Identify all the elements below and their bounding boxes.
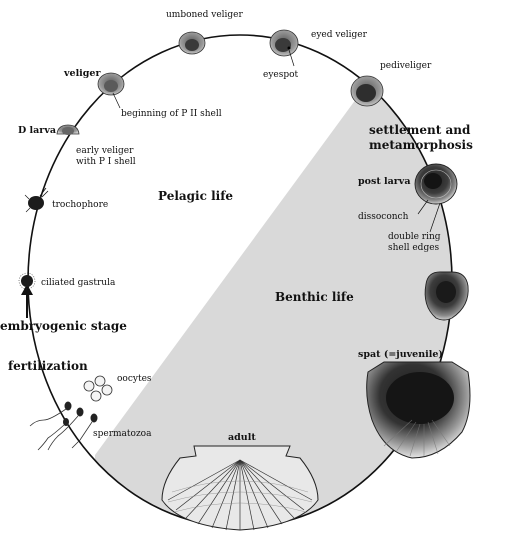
spermatozoa-illustration <box>29 401 98 451</box>
label-adult: adult <box>228 432 256 443</box>
trochophore-illustration <box>24 187 49 213</box>
post-larva-illustration <box>414 163 458 233</box>
label-double-ring-line2: shell edges <box>388 243 440 253</box>
label-eyespot: eyespot <box>263 70 299 80</box>
label-d-larva: D larva <box>18 125 56 136</box>
label-trochophore: trochophore <box>52 200 108 210</box>
spat-illustration <box>366 361 471 459</box>
label-settlement-line2: metamorphosis <box>369 138 473 152</box>
label-eyed-veliger: eyed veliger <box>311 30 368 40</box>
arrow-up-icon <box>21 284 33 318</box>
label-ciliated-gastrula: ciliated gastrula <box>41 278 116 288</box>
adult-scallop-illustration <box>161 445 319 531</box>
ciliated-gastrula-illustration <box>18 272 36 290</box>
label-post-larva: post larva <box>358 176 410 187</box>
label-spat: spat (=juvenile) <box>358 349 443 360</box>
label-spermatozoa: spermatozoa <box>93 429 152 439</box>
pediveliger-illustration <box>350 75 384 107</box>
label-pediveliger: pediveliger <box>380 61 432 71</box>
label-embryogenic-stage: embryogenic stage <box>0 319 127 333</box>
label-oocytes: oocytes <box>117 374 152 384</box>
label-pelagic-life: Pelagic life <box>158 189 233 203</box>
label-settlement-line1: settlement and <box>369 123 471 137</box>
label-umboned-veliger: umboned veliger <box>166 10 244 20</box>
label-double-ring-line1: double ring <box>388 232 441 242</box>
label-early-veliger-line1: early veliger <box>76 146 134 156</box>
label-dissoconch: dissoconch <box>358 212 409 222</box>
umboned-veliger-illustration <box>178 31 206 55</box>
label-veliger: veliger <box>63 68 101 79</box>
eyed-veliger-illustration <box>269 29 299 67</box>
label-early-veliger-line2: with P I shell <box>76 157 136 167</box>
oocytes-illustration <box>83 375 113 402</box>
label-benthic-life: Benthic life <box>275 290 354 304</box>
label-beginning-p2-shell: beginning of P II shell <box>121 109 222 119</box>
veliger-illustration <box>97 72 125 109</box>
d-larva-illustration <box>56 124 80 135</box>
juvenile-shell-illustration <box>424 271 469 321</box>
label-fertilization: fertilization <box>8 359 88 373</box>
